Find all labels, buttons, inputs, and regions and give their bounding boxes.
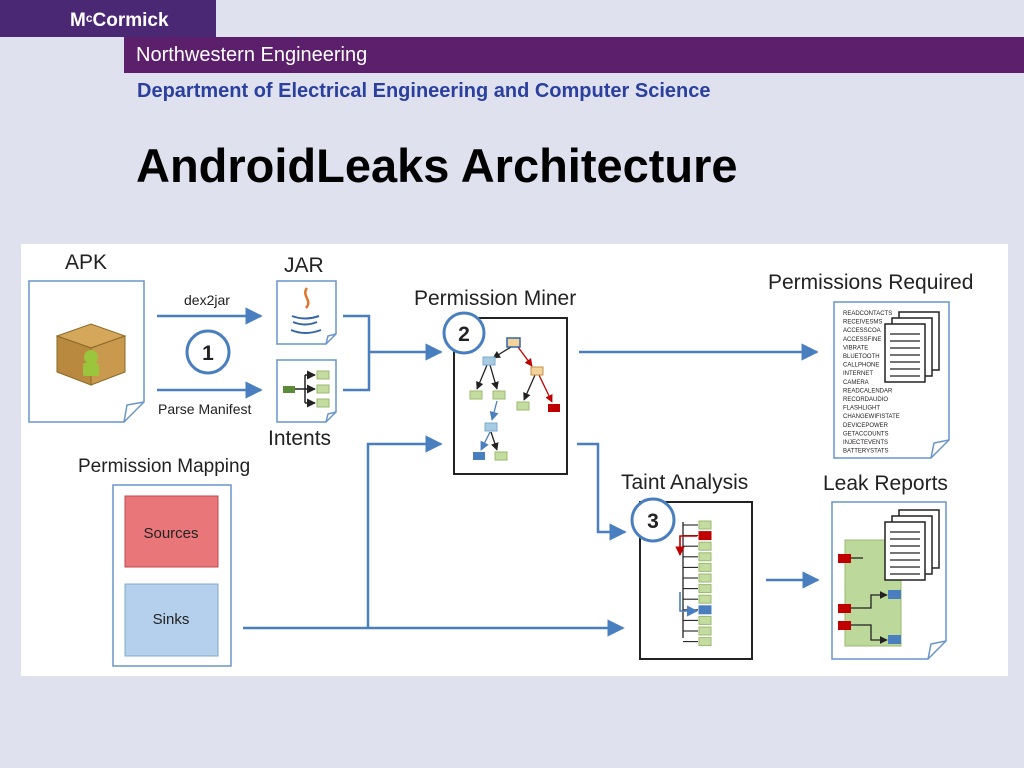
school-name: Northwestern Engineering [136,44,368,66]
intents-label: Intents [268,427,331,450]
permission-item: INTERNET [843,371,873,377]
call-graph-icon [469,337,560,461]
permission-item: RECORDAUDIO [843,397,888,403]
permission-item: INJECTEVENTS [843,440,888,446]
dex2jar-label: dex2jar [184,292,230,308]
step-3-badge: 3 [630,497,676,543]
permission-item: VIBRATE [843,345,868,351]
architecture-diagram: APK dex2jar 1 Parse Manifest JAR [21,244,1008,676]
sinks-box: Sinks [124,583,219,657]
java-cup-icon [290,287,322,334]
jar-label: JAR [284,254,324,277]
permission-item: READCALENDAR [843,388,893,394]
apk-package-icon [55,323,127,386]
permission-item: READCONTACTS [843,311,892,317]
permission-item: GETACCOUNTS [843,431,889,437]
jar-document [276,280,337,345]
department-name: Department of Electrical Engineering and… [137,80,711,102]
slide-title: AndroidLeaks Architecture [136,139,738,192]
taint-analysis-label: Taint Analysis [621,471,748,494]
permission-item: RECEIVESMS [843,320,882,326]
mapping-connector [243,435,625,637]
svg-text:1: 1 [202,342,214,365]
permission-item: BLUETOOTH [843,354,880,360]
svg-text:2: 2 [458,323,470,346]
leak-reports-label: Leak Reports [823,472,948,495]
permissions-list: READCONTACTS RECEIVESMS ACCESSCOA ACCESSFIN… [843,311,900,455]
taint-trace-icon [675,520,712,647]
miner-to-taint-arrow [577,442,627,541]
northwestern-engineering-banner: Northwestern Engineering [124,37,1024,73]
permission-item: ACCESSCOA [843,328,881,334]
permission-item: FLASHLIGHT [843,406,880,412]
permission-item: CAMERA [843,380,869,386]
permissions-required-label: Permissions Required [768,271,973,294]
permission-item: ACCESSFINE [843,337,881,343]
permissions-stack-icon [884,311,940,383]
svg-text:Sources: Sources [143,525,198,542]
permission-item: DEVICEPOWER [843,423,889,429]
permission-item: BATTERYSTATS [843,449,889,455]
parse-manifest-label: Parse Manifest [158,401,251,417]
sources-box: Sources [124,495,219,568]
apk-label: APK [65,251,107,274]
permission-item: CHANGEWIFISTATE [843,414,900,420]
permission-mapping-label: Permission Mapping [78,456,250,477]
step-1-badge: 1 [185,329,231,375]
jar-intents-connector [343,314,443,392]
svg-text:3: 3 [647,510,659,533]
step-2-badge: 2 [442,311,486,355]
permission-item: CALLPHONE [843,363,879,369]
leak-reports-stack-icon [884,509,940,581]
intents-tree-icon [283,370,330,408]
svg-text:Sinks: Sinks [153,611,190,628]
permission-miner-label: Permission Miner [414,287,576,310]
leak-report-graph-icon [838,539,902,647]
mccormick-logo: McCormick [0,0,216,37]
